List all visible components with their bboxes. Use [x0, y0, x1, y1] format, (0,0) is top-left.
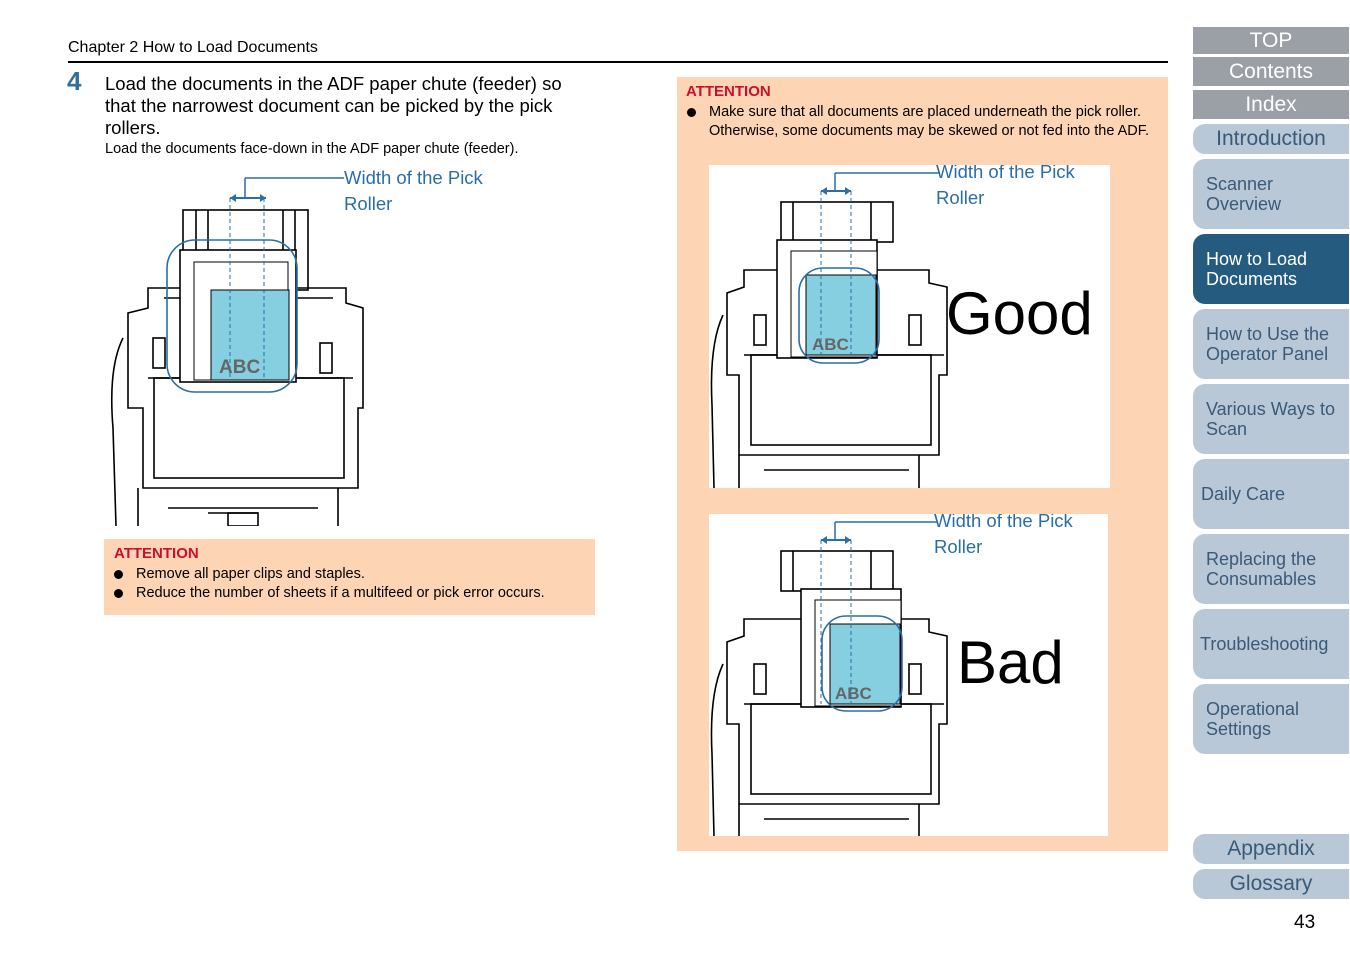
nav-operator-panel[interactable]: How to Use the Operator Panel: [1193, 309, 1349, 379]
figure-good-panel: ABC Width of the Pick Roller Good: [709, 165, 1110, 488]
callout-pick-roller-bad: Width of the Pick Roller: [934, 514, 1073, 557]
chapter-header: Chapter 2 How to Load Documents: [68, 39, 318, 56]
step-number: 4: [67, 66, 82, 96]
attention-item: Reduce the number of sheets if a multife…: [104, 584, 585, 603]
attention-item: Make sure that all documents are placed …: [677, 103, 1157, 141]
nav-operational-settings[interactable]: Operational Settings: [1193, 684, 1349, 754]
attention-title: ATTENTION: [686, 83, 771, 100]
nav-troubleshooting[interactable]: Troubleshooting: [1193, 609, 1349, 679]
doc-label: ABC: [835, 684, 872, 703]
nav-introduction[interactable]: Introduction: [1193, 124, 1349, 154]
figure-bad-panel: ABC Width of the Pick Roller Bad: [709, 514, 1108, 836]
scanner-illustration-bad: ABC: [710, 521, 948, 836]
nav-index-button[interactable]: Index: [1193, 90, 1349, 119]
nav-various-ways-to-scan[interactable]: Various Ways to Scan: [1193, 384, 1349, 454]
scanner-illustration-main: ABC: [111, 177, 364, 526]
attention-title: ATTENTION: [114, 545, 199, 562]
nav-replacing-consumables[interactable]: Replacing the Consumables: [1193, 534, 1349, 604]
attention-box-left: ATTENTION Remove all paper clips and sta…: [104, 539, 595, 615]
nav-appendix[interactable]: Appendix: [1193, 834, 1349, 864]
callout-pick-roller-main: Width of the Pick Roller: [344, 167, 483, 214]
scanner-illustration-good: ABC: [710, 172, 948, 488]
callout-pick-roller-good: Width of the Pick Roller: [936, 165, 1075, 208]
nav-contents-button[interactable]: Contents: [1193, 57, 1349, 86]
nav-how-to-load-documents[interactable]: How to Load Documents: [1193, 234, 1349, 304]
nav-scanner-overview[interactable]: Scanner Overview: [1193, 159, 1349, 229]
doc-label: ABC: [219, 357, 260, 378]
doc-label: ABC: [812, 335, 849, 354]
attention-item: Remove all paper clips and staples.: [104, 565, 585, 584]
nav-top-button[interactable]: TOP: [1193, 27, 1349, 54]
page-number: 43: [1294, 912, 1316, 933]
nav-glossary[interactable]: Glossary: [1193, 869, 1349, 899]
header-rule: [68, 61, 1168, 63]
step-subtext: Load the documents face-down in the ADF …: [105, 141, 519, 157]
nav-daily-care[interactable]: Daily Care: [1193, 459, 1349, 529]
bad-label: Bad: [957, 629, 1064, 696]
step-text: Load the documents in the ADF paper chut…: [105, 73, 562, 138]
good-label: Good: [946, 280, 1093, 347]
